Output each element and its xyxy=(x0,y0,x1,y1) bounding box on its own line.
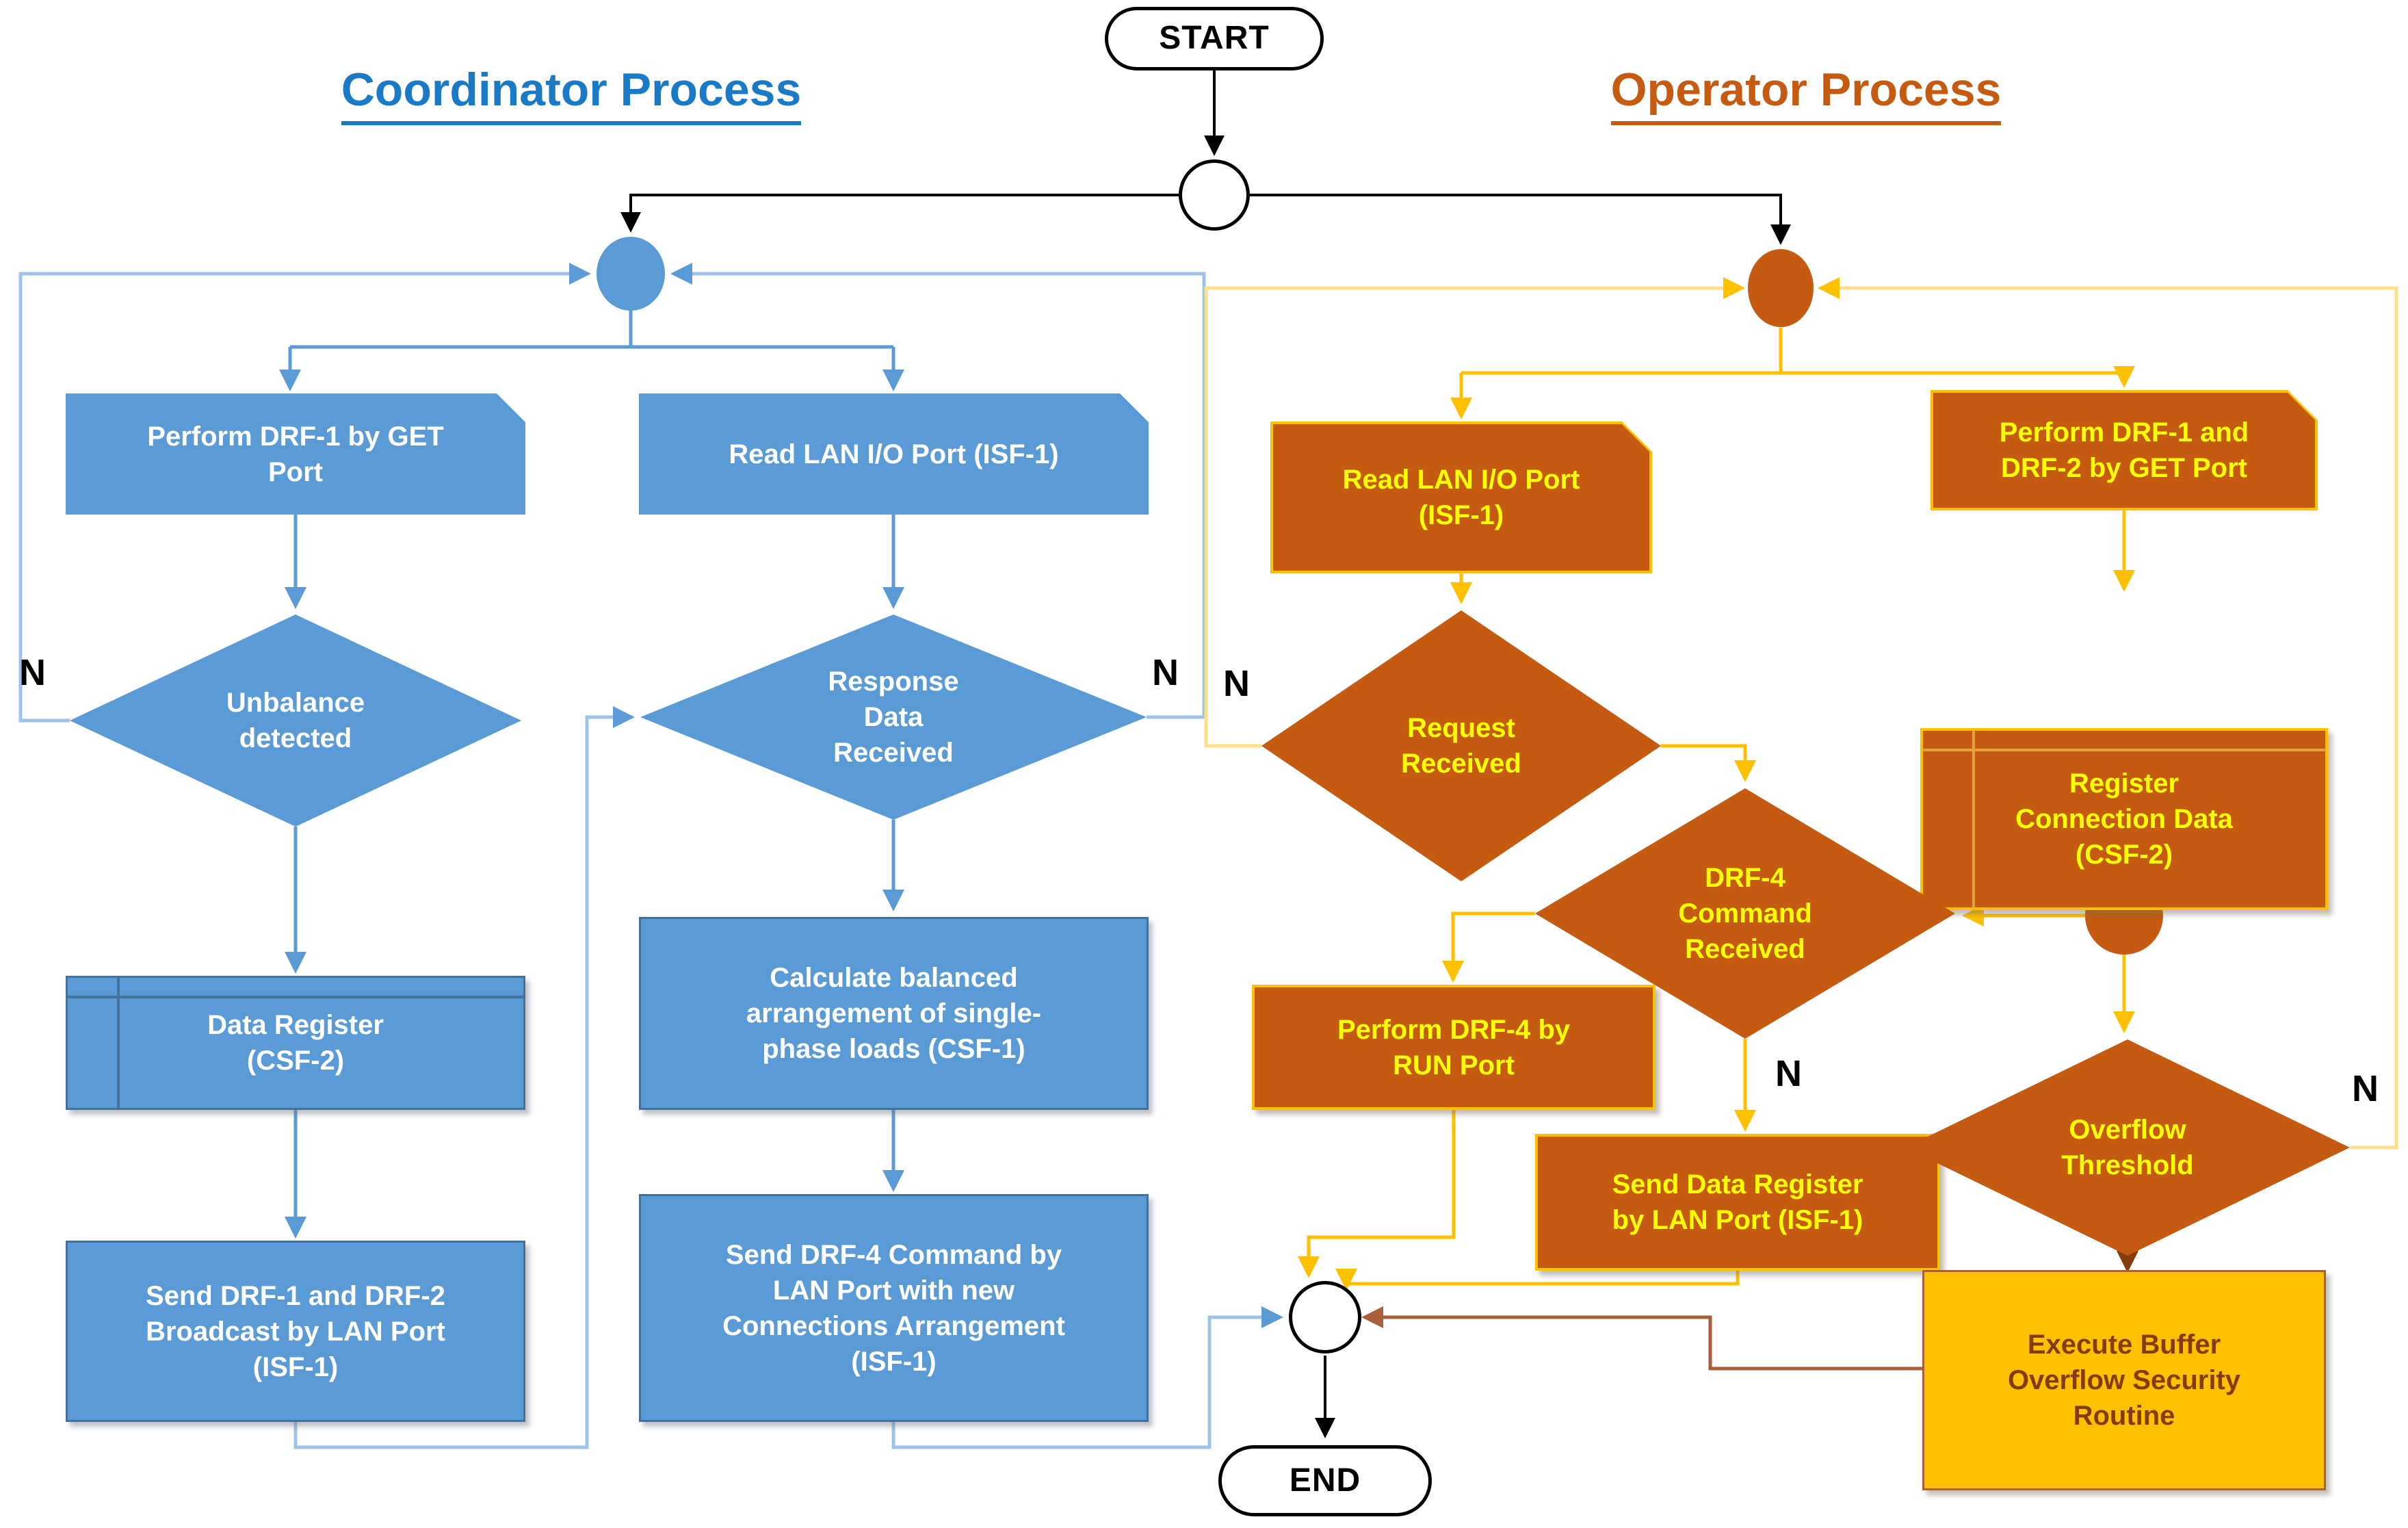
decision-unbalance-detected: Unbalance detected xyxy=(70,614,521,827)
node-read-lan-io-operator: Read LAN I/O Port (ISF-1) xyxy=(1270,422,1652,573)
edge-performrun-to-endjunction xyxy=(1298,1110,1456,1278)
node-perform-drf4-run-port: Perform DRF-4 by RUN Port xyxy=(1252,985,1656,1110)
node-perform-drf1-drf2-get: Perform DRF-1 and DRF-2 by GET Port xyxy=(1931,390,2318,510)
node-read-lan-io-coordinator: Read LAN I/O Port (ISF-1) xyxy=(639,393,1149,515)
node-send-data-register-lan: Send Data Register by LAN Port (ISF-1) xyxy=(1535,1134,1940,1271)
end-label: END xyxy=(1289,1462,1361,1499)
decision-overflow-threshold: Overflow Threshold xyxy=(1905,1039,2350,1256)
node-execute-buffer-overflow-routine: Execute Buffer Overflow Security Routine xyxy=(1922,1270,2326,1490)
read-lan-io-operator-inner: Read LAN I/O Port (ISF-1) xyxy=(1273,424,1649,571)
register-connection-data-label: Register Connection Data (CSF-2) xyxy=(2015,768,2233,870)
coordinator-process-title: Coordinator Process xyxy=(233,63,910,125)
response-n-label: N xyxy=(1152,652,1179,693)
decision-response-data-received: Response Data Received xyxy=(640,614,1147,820)
decision-request-received: Request Received xyxy=(1261,610,1661,881)
send-drf1-drf2-broadcast-label: Send DRF-1 and DRF-2 Broadcast by LAN Po… xyxy=(146,1280,445,1382)
edge-senddatareg-to-endjunction xyxy=(1335,1269,1740,1291)
coordinator-process-title-text: Coordinator Process xyxy=(341,64,802,125)
send-data-register-lan-label: Send Data Register by LAN Port (ISF-1) xyxy=(1612,1169,1863,1235)
coordinator-loop-junction xyxy=(597,237,665,311)
perform-drf4-run-port-label: Perform DRF-4 by RUN Port xyxy=(1337,1014,1571,1080)
read-lan-io-coordinator-label: Read LAN I/O Port (ISF-1) xyxy=(729,439,1059,469)
end-junction-circle xyxy=(1289,1281,1361,1354)
drf4-command-received-label: DRF-4 Command Received xyxy=(1678,863,1812,964)
edge-junction-to-coordinator xyxy=(620,194,1179,233)
request-n-label: N xyxy=(1223,663,1250,704)
drf4-n-label: N xyxy=(1775,1053,1802,1094)
request-received-label: Request Received xyxy=(1401,713,1521,779)
node-data-register-csf2: Data Register (CSF-2) xyxy=(66,976,525,1110)
start-terminal: START xyxy=(1105,7,1324,70)
send-drf4-command-label: Send DRF-4 Command by LAN Port with new … xyxy=(722,1239,1065,1377)
perform-drf1-drf2-get-inner: Perform DRF-1 and DRF-2 by GET Port xyxy=(1933,393,2315,508)
start-junction-circle xyxy=(1179,159,1250,231)
start-label: START xyxy=(1159,20,1270,57)
node-perform-drf1-get-port: Perform DRF-1 by GET Port xyxy=(66,393,525,515)
edge-execute-to-endjunction xyxy=(1361,1306,1922,1371)
node-send-drf4-command: Send DRF-4 Command by LAN Port with new … xyxy=(639,1194,1149,1422)
read-lan-io-operator-label: Read LAN I/O Port (ISF-1) xyxy=(1342,465,1580,530)
edge-request-y-to-drf4 xyxy=(1661,744,1756,782)
perform-drf1-drf2-get-label: Perform DRF-1 and DRF-2 by GET Port xyxy=(1999,417,2249,483)
unbalance-detected-label: Unbalance detected xyxy=(226,688,365,753)
calculate-balanced-arrangement-label: Calculate balanced arrangement of single… xyxy=(746,963,1042,1064)
response-data-received-label: Response Data Received xyxy=(828,666,959,768)
node-calculate-balanced-arrangement: Calculate balanced arrangement of single… xyxy=(639,917,1149,1110)
unbalance-n-label: N xyxy=(19,652,46,693)
operator-process-title: Operator Process xyxy=(1491,63,2121,125)
overflow-n-label: N xyxy=(2352,1068,2379,1109)
overflow-threshold-label: Overflow Threshold xyxy=(2061,1115,2194,1180)
execute-buffer-overflow-routine-label: Execute Buffer Overflow Security Routine xyxy=(2007,1330,2241,1431)
end-terminal: END xyxy=(1218,1445,1432,1516)
edge-drf4-y-to-performrun xyxy=(1442,911,1535,983)
data-register-csf2-label: Data Register (CSF-2) xyxy=(207,1010,384,1076)
operator-loop-junction xyxy=(1748,249,1814,327)
node-register-connection-data: Register Connection Data (CSF-2) xyxy=(1920,728,2328,910)
operator-process-title-text: Operator Process xyxy=(1610,64,2002,125)
node-send-drf1-drf2-broadcast: Send DRF-1 and DRF-2 Broadcast by LAN Po… xyxy=(66,1241,525,1422)
perform-drf1-get-port-label: Perform DRF-1 by GET Port xyxy=(147,421,444,487)
edge-junction-to-operator xyxy=(1250,194,1791,245)
